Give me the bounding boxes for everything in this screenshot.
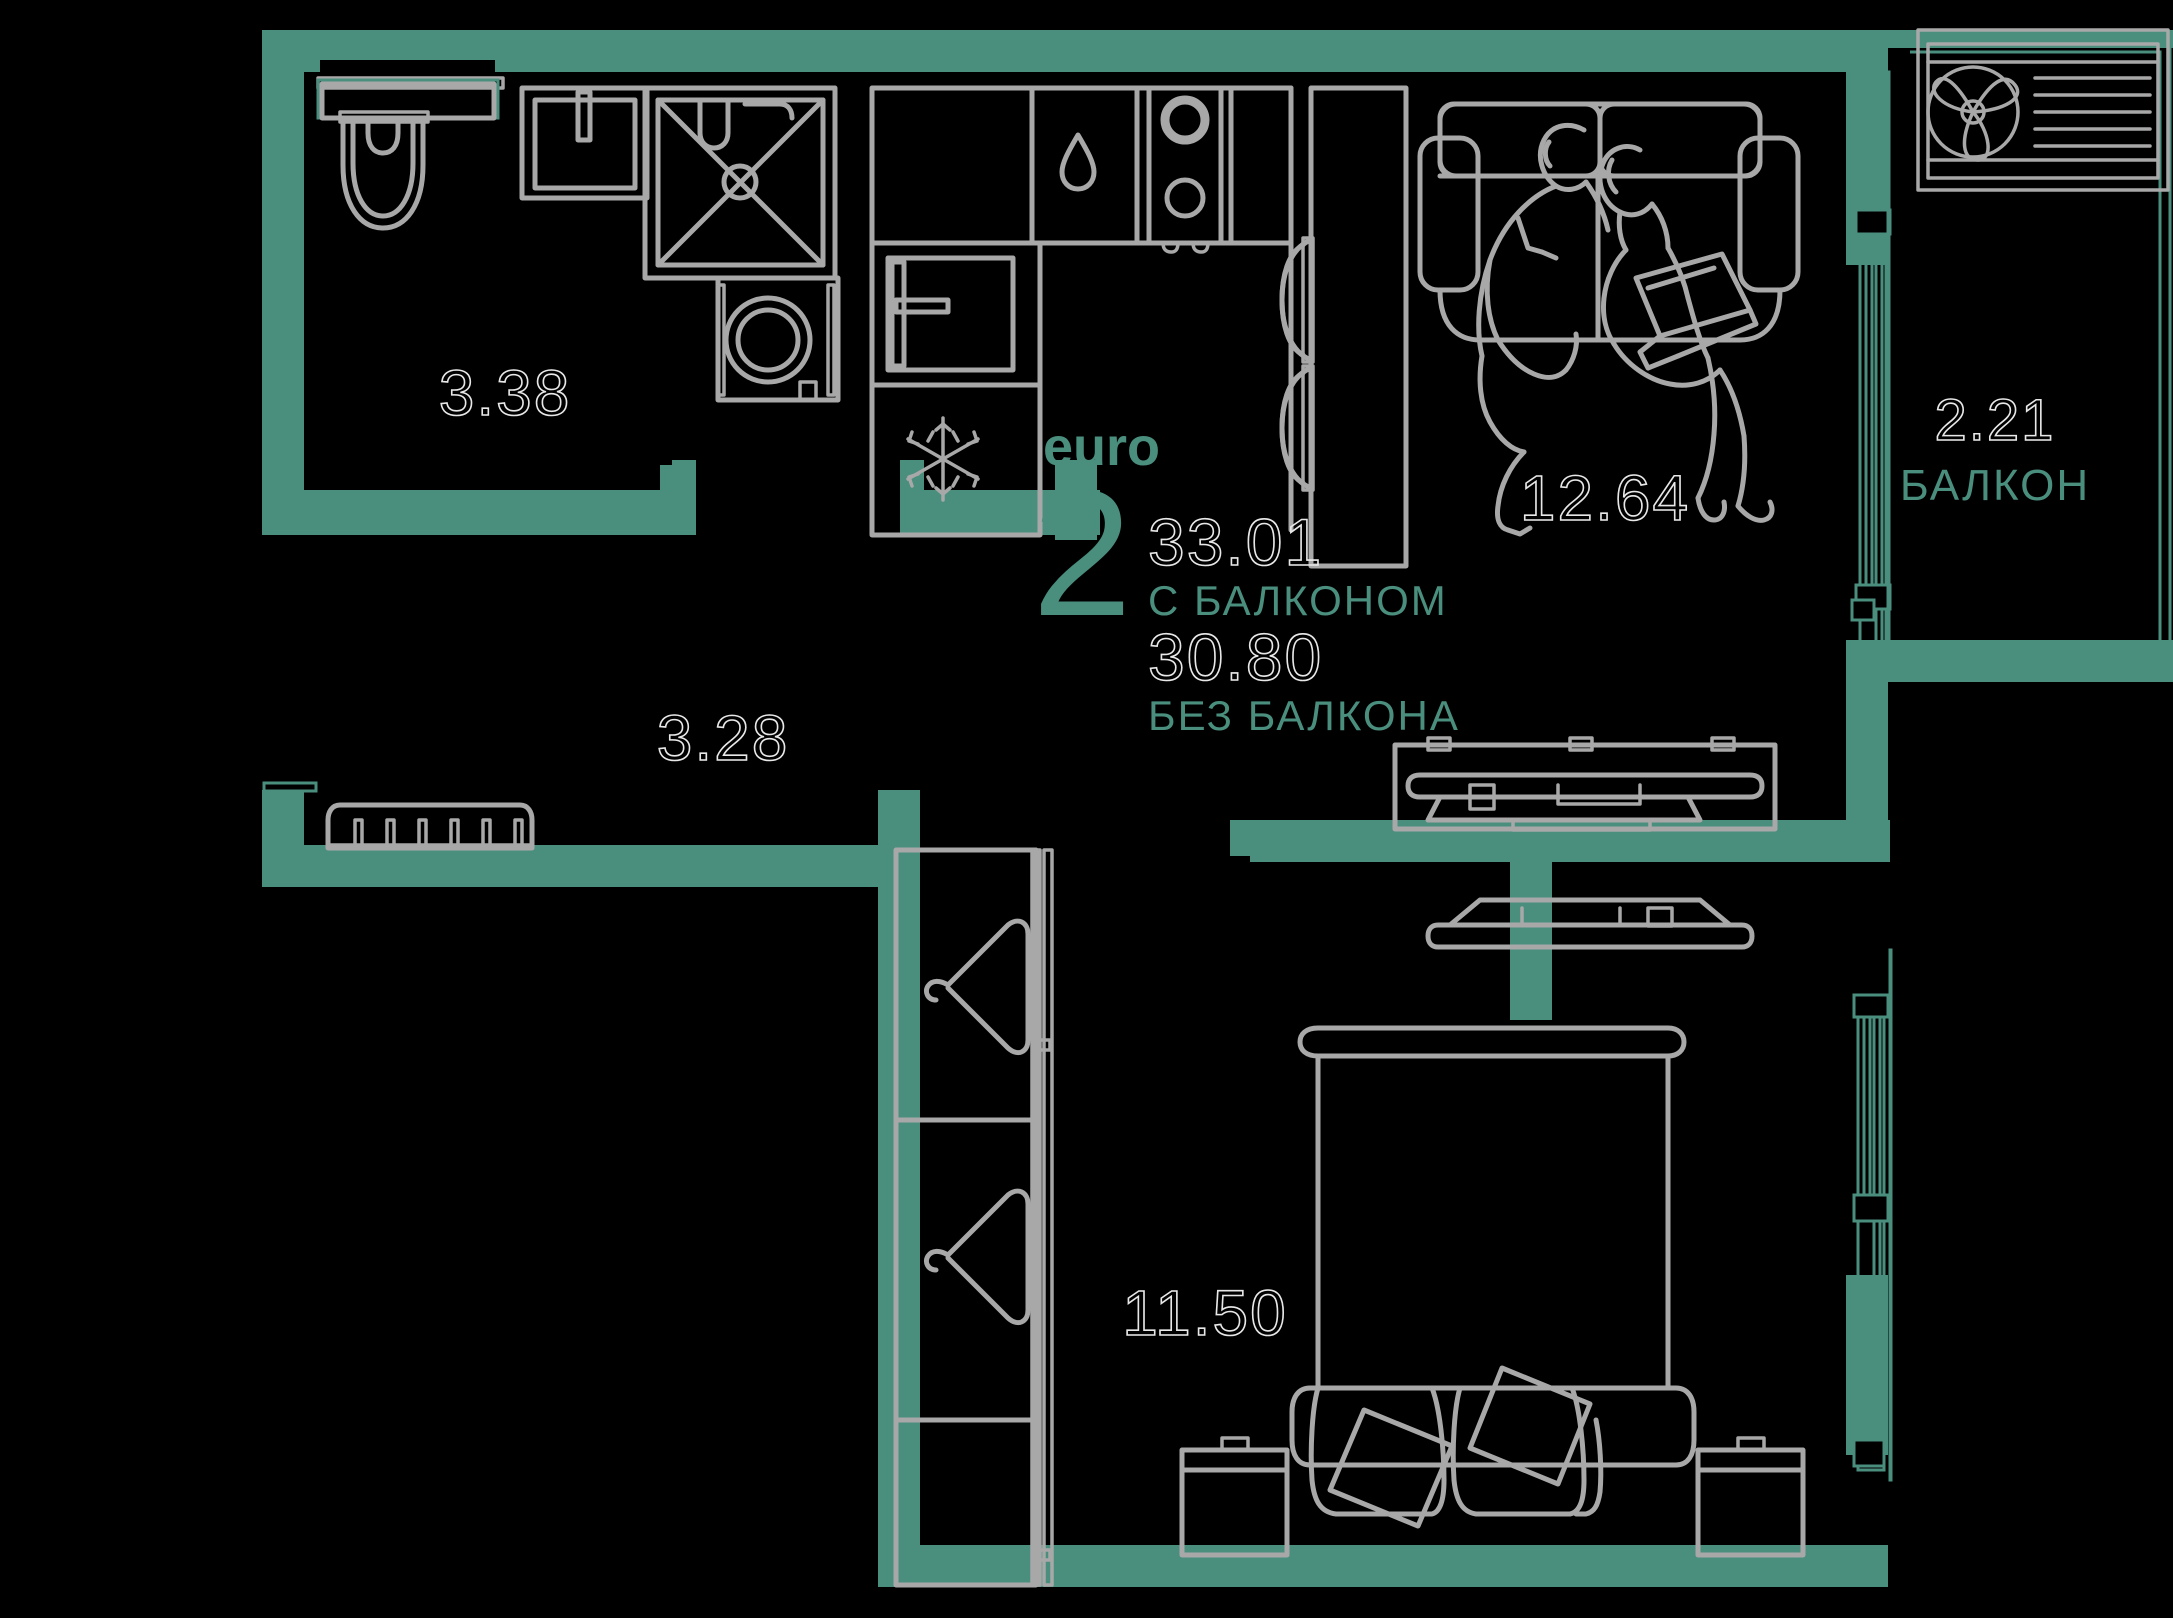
- clothes-hanger-lower: [923, 1188, 1031, 1326]
- wall-left-outer-upper: [262, 30, 304, 530]
- door-marks: [262, 518, 318, 793]
- wardrobe-door-track: [1030, 848, 1042, 1587]
- kitchen-fixtures: [869, 85, 1294, 538]
- clothes-hanger-upper: [923, 918, 1031, 1056]
- toilet-icon: [338, 110, 430, 231]
- bed-footboard: [1289, 1385, 1697, 1468]
- label-balcony: БАЛКОН: [1900, 461, 2090, 510]
- area-hallway: 3.28: [657, 702, 790, 774]
- nightstand-right: [1695, 1436, 1806, 1558]
- sofa-with-people: [1417, 101, 1801, 537]
- area-bathroom: 3.38: [439, 357, 572, 429]
- dining-set: [1279, 85, 1409, 569]
- coffee-table: [1425, 897, 1755, 950]
- wall-right-lower-pier: [1846, 1275, 1888, 1455]
- wardrobe-handle-lower: [1034, 1548, 1052, 1562]
- refrigerator: [869, 382, 1043, 538]
- dining-chair-upper: [1279, 236, 1315, 364]
- brand-euro-label: euro: [1043, 417, 1160, 477]
- wall-mid-pier-top: [1055, 460, 1097, 540]
- balcony-glazing: [1850, 70, 1892, 657]
- bedroom-furniture: [1179, 1025, 1806, 1558]
- wall-divider-left-jamb: [1230, 820, 1272, 856]
- kitchen-sink-icon: [1059, 132, 1097, 192]
- wall-balcony-corner-tl: [1846, 30, 1888, 72]
- shoe-rack: [325, 802, 535, 851]
- washing-machine: [715, 275, 841, 403]
- wall-bedroom-left-upper: [1510, 860, 1552, 1020]
- area-balcony: 2.21: [1935, 388, 2056, 453]
- summary-block: euro 2 33.01 С БАЛКОНОМ 30.80 БЕЗ БАЛКОН…: [1032, 417, 1460, 739]
- dining-chair-lower: [1279, 364, 1315, 492]
- wall-top-outer: [262, 30, 1854, 72]
- wall-hall-bottom: [262, 845, 882, 887]
- wardrobe-section-bottom: [893, 1417, 1039, 1588]
- wall-bottom-outer: [878, 1545, 1888, 1587]
- shower-tray: [642, 85, 838, 281]
- wall-bathroom-pier: [660, 465, 696, 535]
- total-area-with-balcony: 33.01: [1148, 505, 1323, 579]
- laptop: [1633, 251, 1759, 371]
- bed-headboard: [1297, 1025, 1687, 1059]
- rooms-count: 2: [1032, 453, 1132, 654]
- tv-console: [1392, 736, 1778, 832]
- wall-bathroom-bottom-left: [262, 490, 682, 535]
- snowflake-icon: [906, 416, 980, 502]
- wardrobe-door-track-2: [1042, 848, 1054, 1587]
- dining-table: [1308, 85, 1409, 569]
- caption-with-balcony: С БАЛКОНОМ: [1148, 577, 1448, 624]
- wardrobe: [893, 847, 1054, 1588]
- total-area-without-balcony: 30.80: [1148, 620, 1323, 694]
- area-bedroom: 11.50: [1122, 1277, 1287, 1349]
- person-left: [1476, 122, 1611, 537]
- walls-group: [262, 30, 2173, 1587]
- caption-without-balcony: БЕЗ БАЛКОНА: [1148, 692, 1460, 739]
- glazing-group: [1850, 38, 2172, 1482]
- vanity-shadow: [320, 60, 495, 78]
- balcony-enclosure: [1900, 38, 2172, 674]
- pillows: [1308, 1365, 1604, 1529]
- bedroom-window: [1852, 948, 1893, 1482]
- nightstand-left: [1179, 1436, 1290, 1558]
- area-labels: 3.38 3.28 12.64 11.50 2.21 БАЛКОН: [438, 356, 2090, 1350]
- area-living-room: 12.64: [1520, 462, 1690, 534]
- person-right: [1597, 144, 1775, 523]
- vanity-counter: [316, 78, 500, 121]
- bathroom-fixtures: [316, 60, 841, 403]
- ac-outdoor-unit: [1916, 28, 2170, 192]
- wall-living-bedroom-divider: [1250, 820, 1890, 862]
- wall-wardrobe-left: [878, 845, 920, 1585]
- wardrobe-handle-upper: [1034, 1038, 1052, 1052]
